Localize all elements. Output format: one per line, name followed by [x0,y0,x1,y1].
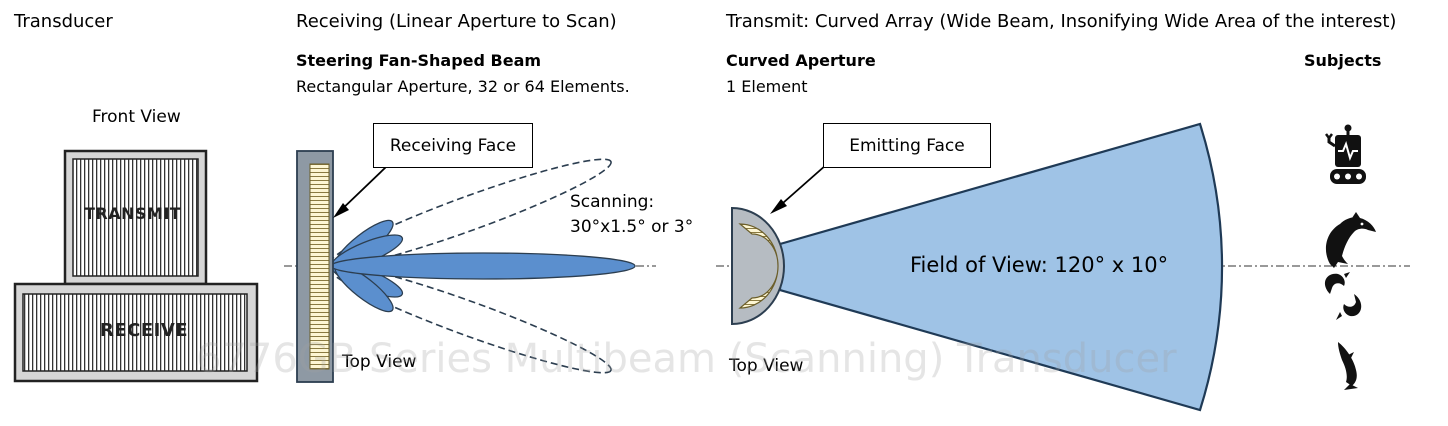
transmit-top-view-label: Top View [729,356,804,376]
receiving-subtitle: Steering Fan-Shaped Beam [296,51,542,70]
robot-icon [1325,124,1366,184]
heading-transducer: Transducer [14,11,113,32]
scanning-value: 30°x1.5° or 3° [570,217,694,237]
curved-array-element [738,223,779,309]
curved-array-housing [731,206,785,326]
transmit-face [72,158,199,277]
receiving-face-callout: Receiving Face [373,123,533,168]
receiving-lobes [328,158,636,374]
main-lobe [330,252,636,280]
front-view-label: Front View [92,107,181,127]
dolphin-icon [1325,212,1376,268]
fish-pair-icon [1324,272,1362,320]
dashed-lobe-upper [328,158,612,268]
subjects-heading: Subjects [1304,51,1382,70]
receiving-description: Rectangular Aperture, 32 or 64 Elements. [296,77,630,96]
receiving-callout-arrowhead [333,203,349,218]
curved-array [731,206,785,326]
fish-icon [1338,342,1358,390]
emitting-face-callout: Emitting Face [823,123,991,168]
transmit-subtitle: Curved Aperture [726,51,876,70]
heading-transmit: Transmit: Curved Array (Wide Beam, Inson… [726,11,1397,32]
receiving-top-view-label: Top View [342,352,417,372]
transmit-description: 1 Element [726,77,808,96]
front-view-transducer [13,149,259,383]
field-of-view-label: Field of View: 120° x 10° [910,253,1169,277]
receiving-array-elements [309,163,330,370]
receiving-array [296,150,334,383]
receive-face-label: RECEIVE [100,320,189,341]
scanning-label: Scanning: [570,192,655,212]
transmit-beam [778,122,1224,412]
watermark: 6776GB Series Multibeam (Scanning) Trans… [196,336,1177,382]
dashed-lobe-lower [328,264,612,374]
transmit-callout-arrowhead [770,199,787,214]
heading-receiving: Receiving (Linear Aperture to Scan) [296,11,617,32]
transmit-face-label: TRANSMIT [84,204,182,223]
receive-face [22,293,248,372]
